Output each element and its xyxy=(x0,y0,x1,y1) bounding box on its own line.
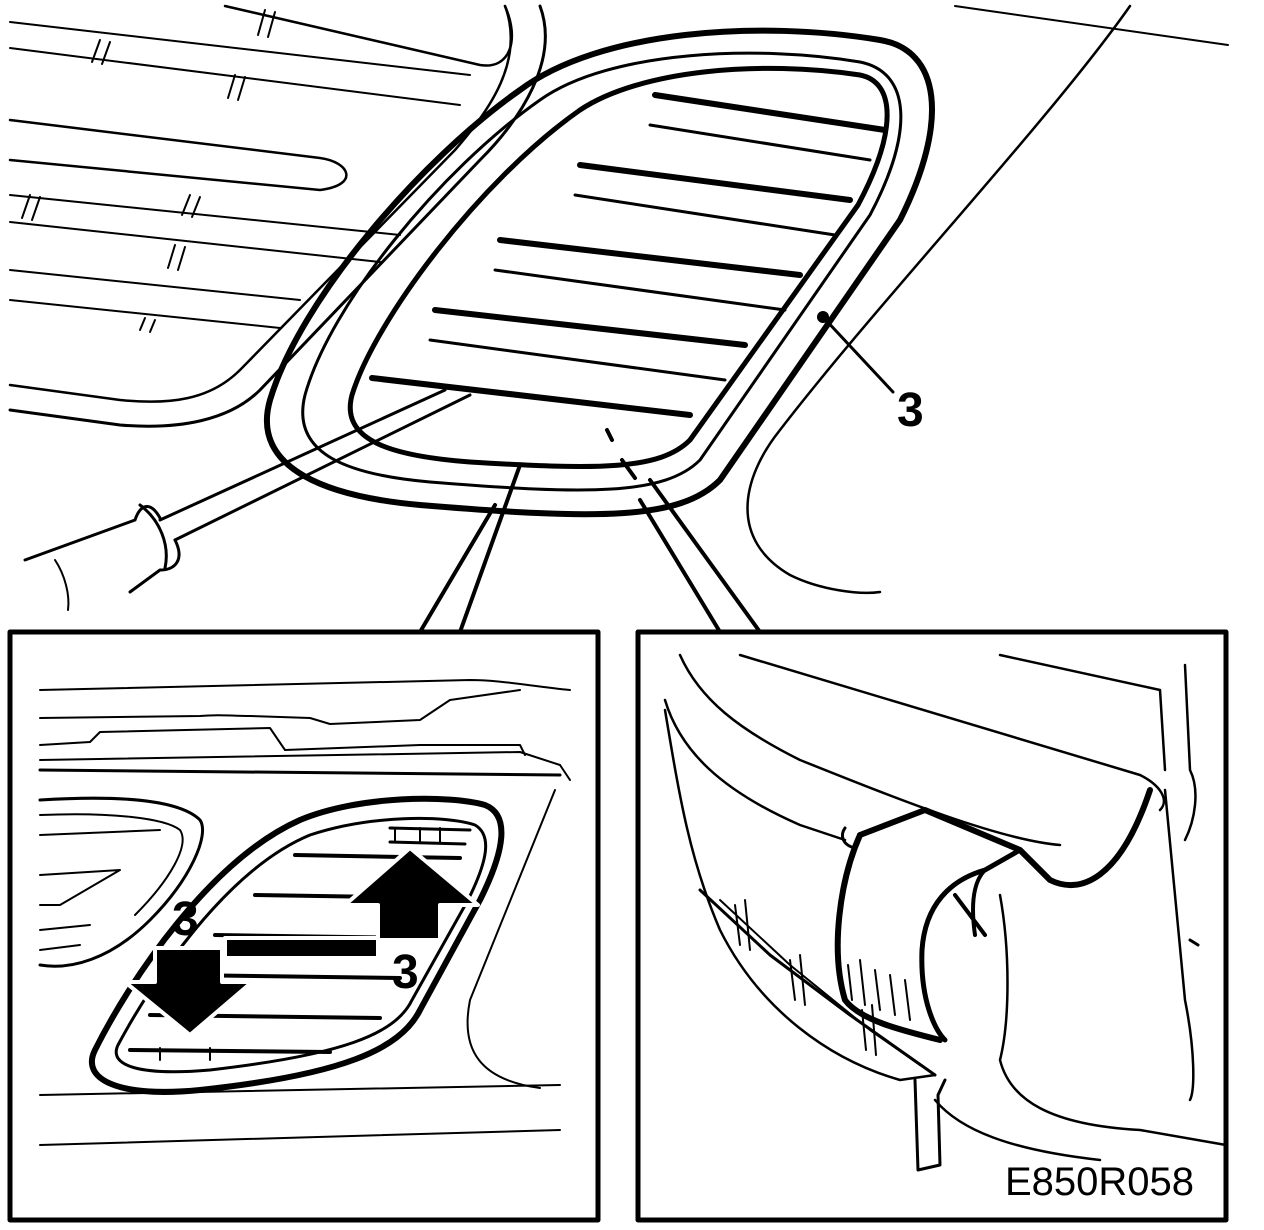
left-zoom-line-a xyxy=(458,463,522,634)
right-zoom-line-a xyxy=(648,478,762,634)
right-inset-frame xyxy=(635,629,1229,1223)
grille-housing-outer xyxy=(264,27,936,518)
figure-code: E850R058 xyxy=(1005,1160,1194,1204)
screwdriver xyxy=(23,388,472,611)
tab xyxy=(913,1078,947,1172)
left-zoom-line-b xyxy=(418,503,497,634)
left-inset xyxy=(7,629,601,1223)
right-inset xyxy=(635,629,1229,1223)
inset-label-down: 3 xyxy=(172,893,199,946)
grille-slats xyxy=(369,92,888,418)
callout-label-main: 3 xyxy=(897,384,924,437)
left-grille xyxy=(8,4,547,428)
arrow-up xyxy=(223,846,480,960)
inset-label-up: 3 xyxy=(392,946,419,999)
hood-panel-line xyxy=(746,4,1132,595)
grille-housing-inner xyxy=(301,51,903,492)
hood-edge-line xyxy=(954,5,1229,46)
callout-leader xyxy=(821,315,895,394)
arrow-down xyxy=(123,946,254,1037)
left-inset-frame xyxy=(7,629,601,1223)
retaining-clip xyxy=(857,787,1153,889)
right-zoom-line-b xyxy=(638,498,722,634)
grille-frame xyxy=(347,65,890,469)
main-view xyxy=(8,4,1229,634)
clip-marker xyxy=(605,428,637,480)
